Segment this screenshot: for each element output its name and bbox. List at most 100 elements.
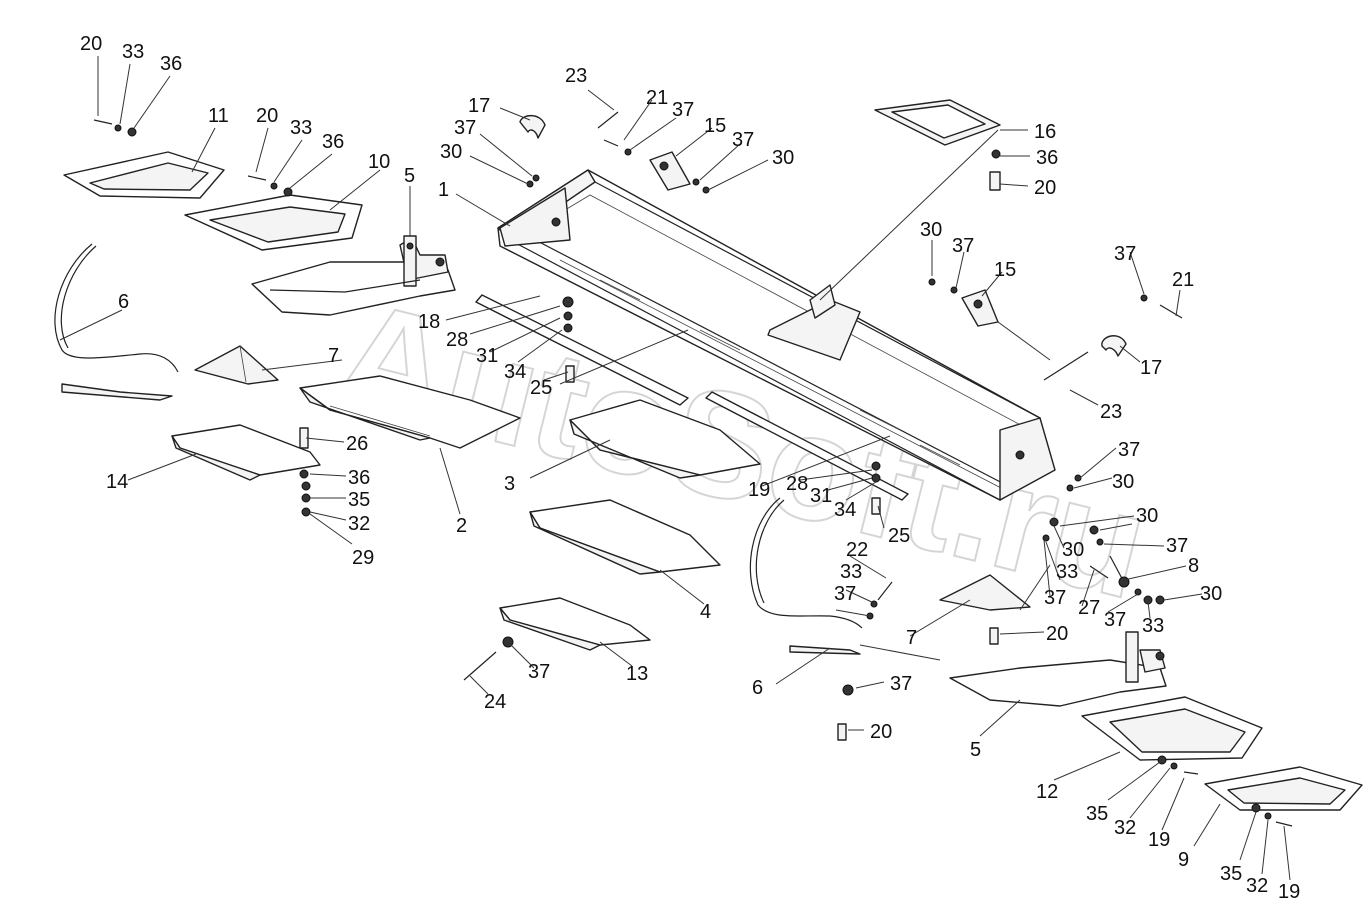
callout-label: 21 xyxy=(646,87,668,109)
callout-label: 35 xyxy=(1086,803,1108,825)
callout-label: 28 xyxy=(446,329,468,351)
bracket-part-5-right xyxy=(949,631,1167,707)
callout-label: 19 xyxy=(1148,829,1170,851)
plate-part-15-top xyxy=(649,151,691,191)
shield-part-9 xyxy=(1204,766,1363,811)
callout-label: 31 xyxy=(810,485,832,507)
callout-label: 34 xyxy=(834,499,856,521)
callout-label: 20 xyxy=(256,105,278,127)
callout-label: 36 xyxy=(1036,147,1058,169)
callout-label: 23 xyxy=(1100,401,1122,423)
callout-labels: 20 33 36 11 20 33 36 10 5 6 7 17 37 30 1… xyxy=(80,33,1300,903)
callout-label: 37 xyxy=(890,673,912,695)
callout-label: 33 xyxy=(1142,615,1164,637)
callout-label: 37 xyxy=(1114,243,1136,265)
rod-part-6-right xyxy=(749,497,863,655)
callout-label: 24 xyxy=(484,691,506,713)
callout-label: 37 xyxy=(1118,439,1140,461)
callout-label: 20 xyxy=(1046,623,1068,645)
callout-label: 22 xyxy=(846,539,868,561)
callout-label: 30 xyxy=(920,219,942,241)
callout-label: 15 xyxy=(994,259,1016,281)
callout-label: 4 xyxy=(700,601,711,623)
callout-label: 36 xyxy=(322,131,344,153)
callout-label: 30 xyxy=(1136,505,1158,527)
divider-part-7-left xyxy=(194,345,279,385)
callout-label: 11 xyxy=(208,105,229,127)
callout-label: 37 xyxy=(528,661,550,683)
callout-label: 7 xyxy=(328,345,339,367)
callout-label: 32 xyxy=(348,513,370,535)
callout-label: 17 xyxy=(1140,357,1162,379)
callout-label: 20 xyxy=(1034,177,1056,199)
clamp-part-17-left xyxy=(519,114,546,139)
bracket-part-5-left xyxy=(251,235,456,316)
callout-label: 37 xyxy=(732,129,754,151)
callout-label: 37 xyxy=(1166,535,1188,557)
callout-label: 16 xyxy=(1034,121,1056,143)
callout-label: 27 xyxy=(1078,597,1100,619)
callout-label: 25 xyxy=(530,377,552,399)
guard-part-4 xyxy=(529,499,721,575)
callout-label: 29 xyxy=(352,547,374,569)
tray-part-16 xyxy=(874,99,1001,146)
callout-label: 37 xyxy=(672,99,694,121)
callout-label: 10 xyxy=(368,151,390,173)
callout-label: 37 xyxy=(1104,609,1126,631)
callout-label: 36 xyxy=(160,53,182,75)
shield-part-12 xyxy=(1081,696,1263,761)
callout-label: 21 xyxy=(1172,269,1194,291)
callout-label: 6 xyxy=(118,291,129,313)
callout-label: 32 xyxy=(1246,875,1268,897)
guard-part-14 xyxy=(171,424,321,481)
callout-label: 37 xyxy=(1044,587,1066,609)
callout-label: 15 xyxy=(704,115,726,137)
callout-label: 36 xyxy=(348,467,370,489)
strip-part-18 xyxy=(475,294,689,406)
callout-label: 25 xyxy=(888,525,910,547)
callout-label: 14 xyxy=(106,471,128,493)
callout-label: 3 xyxy=(504,473,515,495)
shield-part-10 xyxy=(184,194,363,251)
callout-label: 26 xyxy=(346,433,368,455)
leader-lines xyxy=(59,56,1291,881)
callout-label: 7 xyxy=(906,627,917,649)
callout-label: 37 xyxy=(454,117,476,139)
callout-label: 20 xyxy=(80,33,102,55)
callout-label: 18 xyxy=(418,311,440,333)
guard-part-13 xyxy=(499,597,651,651)
callout-label: 19 xyxy=(748,479,770,501)
callout-label: 31 xyxy=(476,345,498,367)
callout-label: 30 xyxy=(1112,471,1134,493)
callout-label: 30 xyxy=(1200,583,1222,605)
callout-label: 30 xyxy=(1062,539,1084,561)
callout-label: 1 xyxy=(438,179,449,201)
callout-label: 20 xyxy=(870,721,892,743)
callout-label: 5 xyxy=(404,165,415,187)
callout-label: 6 xyxy=(752,677,763,699)
callout-label: 28 xyxy=(786,473,808,495)
shield-part-11 xyxy=(63,151,225,199)
callout-label: 30 xyxy=(772,147,794,169)
callout-label: 34 xyxy=(504,361,526,383)
clamp-part-17-right xyxy=(1101,335,1127,357)
divider-part-7-right xyxy=(939,574,1031,611)
callout-label: 37 xyxy=(834,583,856,605)
callout-label: 33 xyxy=(290,117,312,139)
callout-label: 37 xyxy=(952,235,974,257)
callout-label: 9 xyxy=(1178,849,1189,871)
callout-label: 33 xyxy=(122,41,144,63)
guard-part-2 xyxy=(299,375,521,449)
callout-label: 12 xyxy=(1036,781,1058,803)
callout-label: 33 xyxy=(1056,561,1078,583)
rod-part-6-left xyxy=(54,243,179,401)
callout-label: 2 xyxy=(456,515,467,537)
plate-part-15-right xyxy=(961,289,999,327)
callout-label: 33 xyxy=(840,561,862,583)
callout-label: 5 xyxy=(970,739,981,761)
callout-label: 35 xyxy=(348,489,370,511)
callout-label: 13 xyxy=(626,663,648,685)
main-frame-part-1 xyxy=(497,169,1056,501)
callout-label: 19 xyxy=(1278,881,1300,903)
